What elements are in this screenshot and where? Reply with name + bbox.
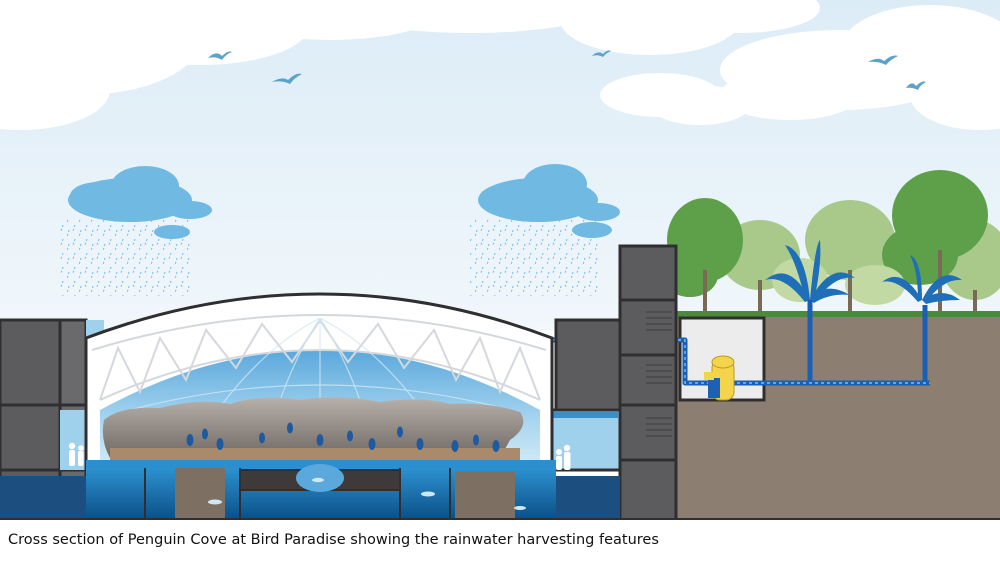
grass-strip: [676, 311, 1000, 317]
figure-caption: Cross section of Penguin Cove at Bird Pa…: [8, 532, 659, 548]
pool: [0, 460, 620, 520]
tree-icon: [662, 170, 1000, 315]
cross-section-illustration: [0, 0, 1000, 520]
rain-cloud-icon: [60, 164, 620, 296]
white-clouds: [0, 0, 1000, 130]
right-building: [548, 244, 678, 520]
bird-icon: [208, 50, 926, 90]
sprinkler-icon: [765, 240, 962, 304]
pump-icon: [704, 355, 735, 401]
beach: [110, 448, 520, 460]
penguin-icon: [186, 422, 500, 452]
visitor-icon: [68, 442, 84, 466]
visitor-icon: [556, 444, 571, 470]
